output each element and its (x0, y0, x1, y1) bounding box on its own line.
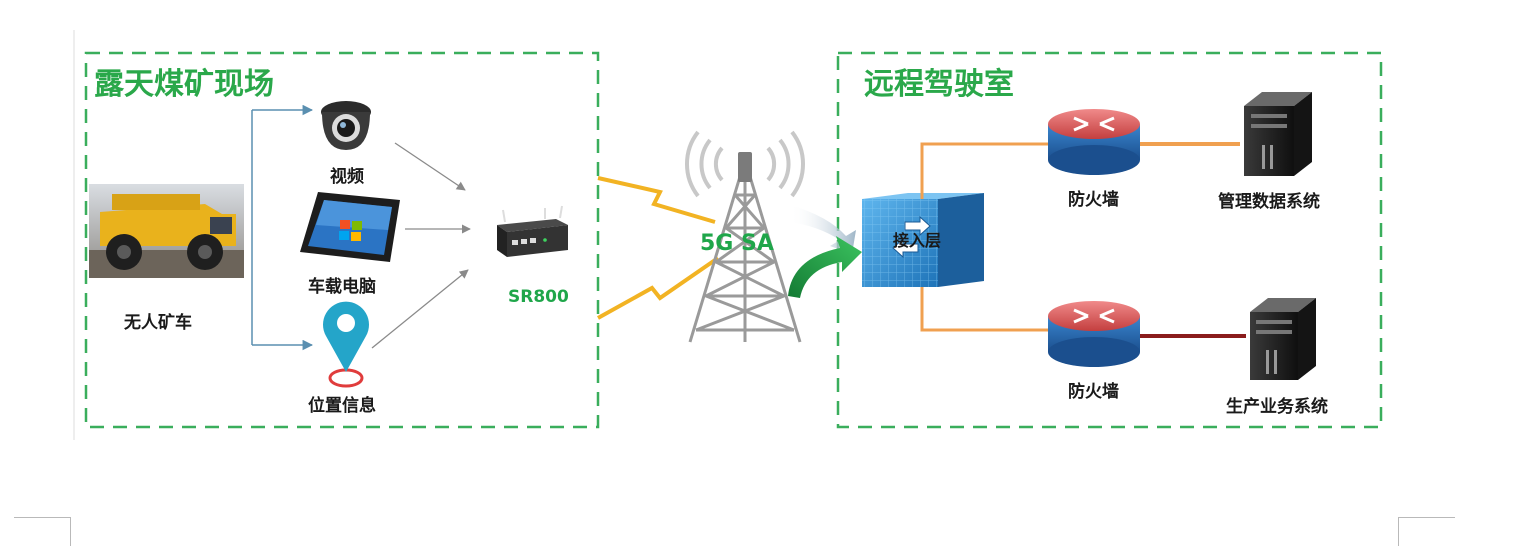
switch-links (920, 142, 1048, 332)
firewall-bottom-label: 防火墙 (1068, 381, 1119, 402)
signal-bolt-top (597, 176, 716, 224)
truck-icon (89, 184, 244, 278)
firewall-icon (1048, 109, 1140, 175)
uplink-arrow (788, 236, 862, 298)
truck-label: 无人矿车 (123, 312, 192, 333)
signal-bolt-bottom (597, 256, 720, 320)
server-top-label: 管理数据系统 (1218, 191, 1320, 212)
server-icon (1244, 92, 1312, 176)
router-icon (497, 205, 568, 257)
computer-label: 车载电脑 (308, 276, 376, 297)
location-pin-icon (322, 301, 370, 388)
truck-bracket (251, 104, 314, 351)
router-label: SR800 (508, 287, 569, 307)
server-icon (1250, 298, 1316, 380)
firewall-top-label: 防火墙 (1068, 189, 1119, 210)
camera-icon (321, 101, 371, 150)
access-layer-label: 接入层 (893, 231, 941, 250)
mine-site-frame (84, 51, 600, 429)
tablet-icon (300, 192, 400, 262)
server-bottom-label: 生产业务系统 (1226, 396, 1328, 417)
control-room-title: 远程驾驶室 (864, 67, 1014, 102)
switch-icon (862, 193, 984, 287)
page-corner-right (1398, 517, 1455, 546)
page-corner-left (14, 517, 71, 546)
source-arrows (371, 142, 471, 349)
network-label: 5G SA (700, 231, 774, 256)
mine-site-title: 露天煤矿现场 (94, 67, 274, 102)
tower-icon (684, 130, 806, 343)
location-label: 位置信息 (308, 395, 376, 416)
camera-label: 视频 (330, 166, 364, 187)
firewall-icon (1048, 301, 1140, 367)
